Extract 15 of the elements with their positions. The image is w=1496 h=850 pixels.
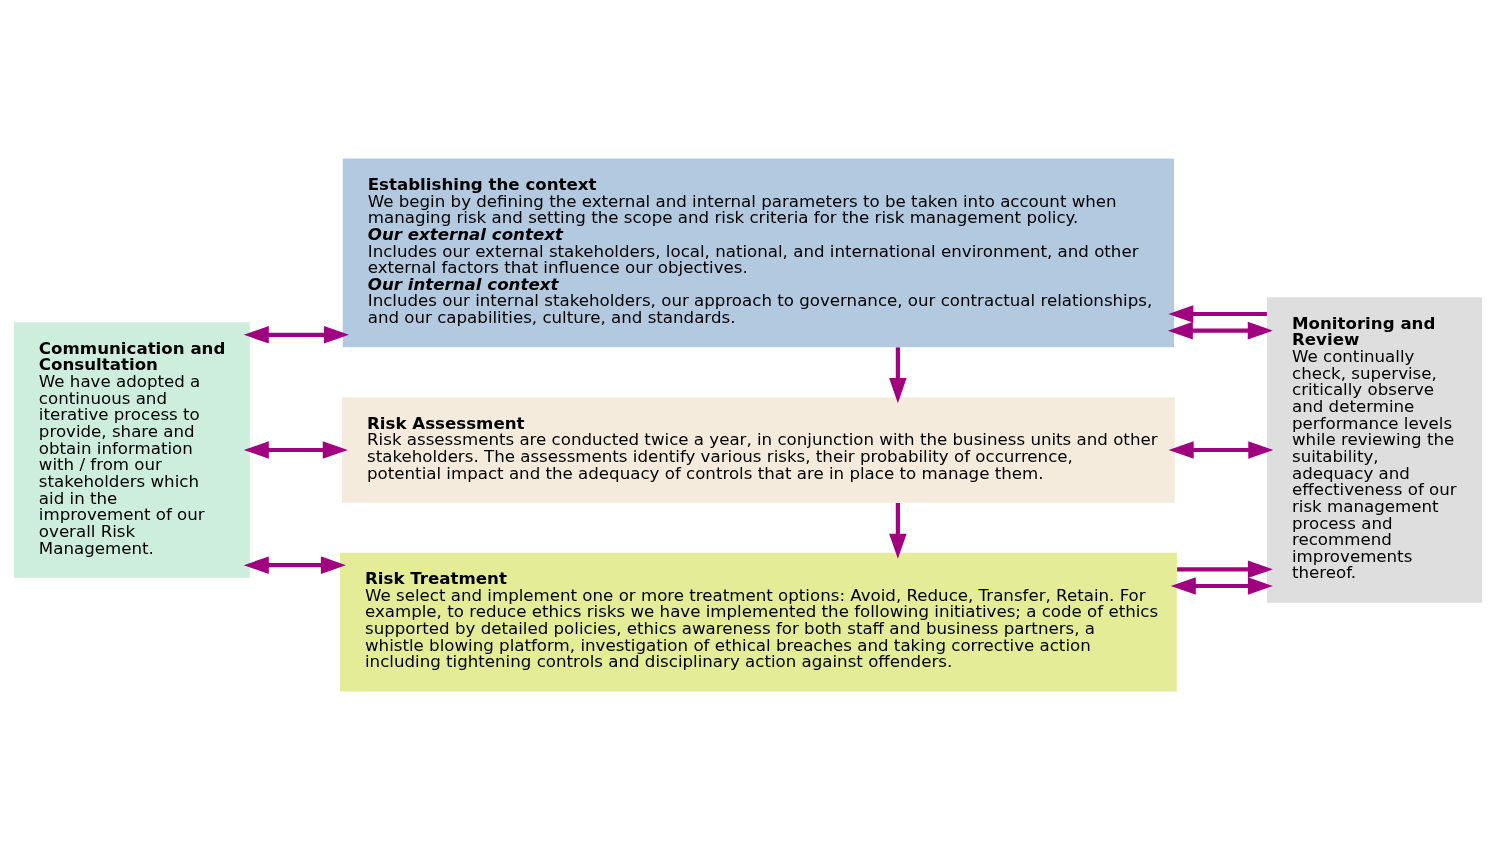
arrow bbox=[243, 556, 346, 574]
arrow bbox=[889, 503, 907, 559]
arrow bbox=[1168, 305, 1267, 323]
arrow bbox=[1168, 441, 1274, 459]
node-box: Risk Treatment We select and implement one or more treatment options: Avoid, Reduce, Transfer, Retain. For example, to reduce ethics risks we have implemented the following initiatives; a code of ethics supported by detailed policies, ethics awareness for both staff and business partners, a whistle blowing platform, investigation of ethical breaches and taking corrective action including tightening controls and disciplinary action against offenders. bbox=[340, 552, 1177, 692]
node-box: Risk Assessment Risk assessments are conducted twice a year, in conjunction with the business units and other stakeholders. The assessments identify various risks, their probability of occurrence, potential impact and the adequacy of controls that are in place to manage them. bbox=[342, 397, 1175, 503]
arrow bbox=[1167, 321, 1273, 340]
node-box: Communication and Consultation We have adopted a continuous and iterative process to provide, share and obtain information with / from our stakeholders which aid in the improvement of our overall Risk Management. bbox=[13, 322, 250, 578]
arrow bbox=[889, 347, 907, 404]
node-box: Monitoring and Review We continually check, supervise, critically observe and determine performance levels while reviewing the suitability, adequacy and effectiveness of our risk management process and recommend improvements thereof. bbox=[1267, 297, 1483, 603]
arrow bbox=[1170, 577, 1273, 595]
arrow bbox=[243, 326, 350, 344]
node-box: Establishing the context We begin by defining the external and internal parameters to be taken into account when managing risk and setting the scope and risk criteria for the risk management policy. Our external context Includes our external stakeholders, local, national, and international environment, and other external factors that influence our objectives. Our internal context Includes our internal stakeholders, our approach to governance, our contractual relationships, and our capabilities, culture, and standards. bbox=[342, 158, 1175, 348]
arrow bbox=[1177, 560, 1273, 579]
arrow bbox=[243, 441, 348, 459]
